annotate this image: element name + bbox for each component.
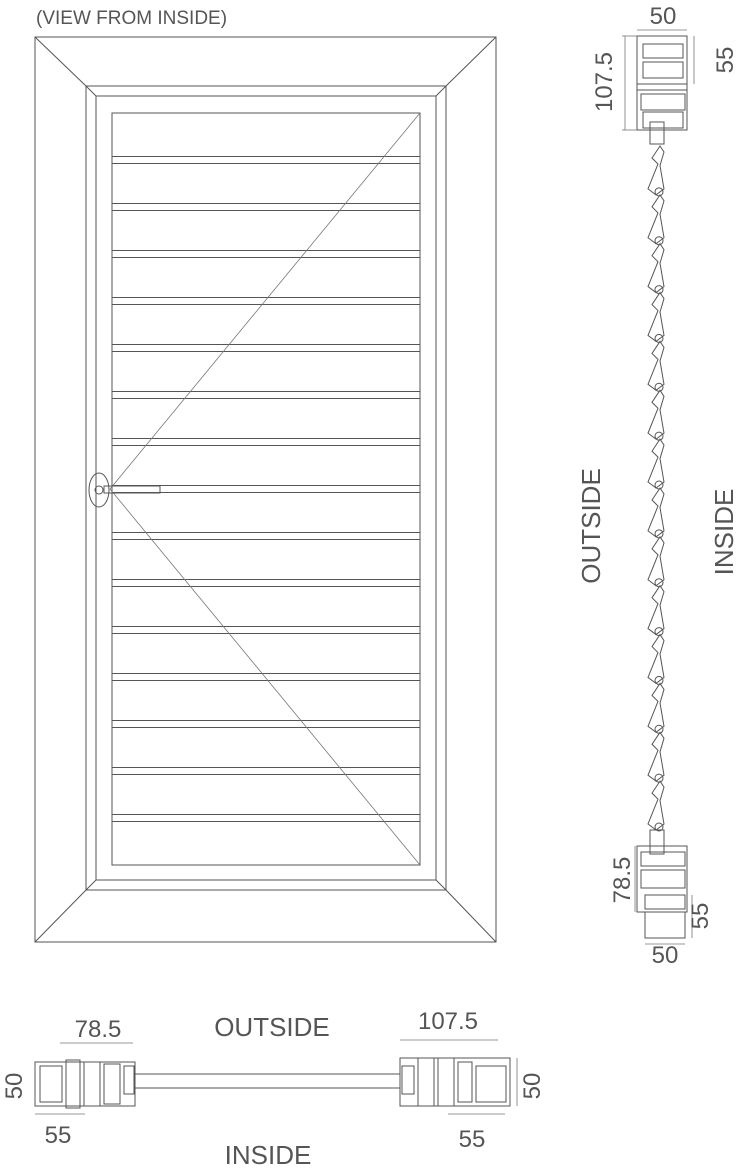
top-profile: [622, 29, 695, 145]
outside-label: OUTSIDE: [576, 468, 606, 584]
left-height-dim: 50: [1, 1073, 28, 1100]
outer-frame: [34, 36, 497, 943]
left-profile: [34, 1042, 136, 1115]
sash: [95, 95, 437, 881]
louvre-blade: [647, 731, 665, 782]
louvre-pivot: [654, 236, 664, 246]
right-width-dim: 107.5: [418, 1008, 478, 1035]
louvre-pivot: [654, 724, 664, 734]
louvre-blade: [647, 584, 665, 636]
louvre-blade: [647, 291, 665, 343]
inside-label: INSIDE: [225, 1140, 312, 1168]
bottom-profile: [634, 829, 693, 945]
louvre-blade: [647, 780, 665, 831]
louvre-blade: [647, 682, 665, 733]
slats: [112, 156, 420, 822]
view-title: (VIEW FROM INSIDE): [36, 8, 227, 29]
outside-label: OUTSIDE: [214, 1012, 330, 1042]
louvre-pivot: [654, 480, 664, 490]
louvre-blade: [647, 535, 665, 587]
opening-indicator: [109, 112, 421, 490]
door-elevation: (VIEW FROM INSIDE): [34, 8, 497, 943]
bottom-height-dim: 78.5: [609, 857, 636, 904]
louvre-blade: [647, 389, 665, 440]
louvre-pivot: [654, 675, 664, 685]
left-depth-dim: 55: [45, 1122, 72, 1149]
right-height-dim: 50: [519, 1073, 546, 1100]
top-height-dim: 107.5: [591, 52, 618, 112]
louvre-pivot: [654, 578, 664, 588]
right-depth-dim: 55: [459, 1126, 486, 1153]
bottom-width-dim: 50: [652, 942, 679, 969]
vertical-section: 50 55 107.5 OUTSIDE INSIDE 78.5 55 50: [576, 3, 736, 969]
louvre-pivot: [654, 187, 664, 197]
louvre-pivot: [654, 627, 664, 637]
top-width-dim: 50: [650, 3, 677, 30]
louvre-pivot: [654, 285, 664, 295]
handle-spindle: [94, 485, 104, 495]
louvre-blade: [647, 145, 665, 196]
right-profile: [399, 1039, 518, 1115]
handle-lever: [103, 485, 161, 494]
slat-panel: [111, 112, 421, 866]
left-width-dim: 78.5: [75, 1016, 122, 1043]
louvre-blade: [647, 242, 665, 294]
louvre-chain: [647, 145, 665, 832]
louvre-pivot: [654, 773, 664, 783]
horizontal-section: 78.5 OUTSIDE 107.5 50 50 55 55: [1, 1008, 546, 1168]
inside-label: INSIDE: [709, 489, 736, 576]
louvre-blade: [647, 633, 665, 685]
louvre-blade: [647, 438, 665, 489]
louvre-pivot: [654, 529, 664, 539]
louvre-pivot: [654, 333, 664, 343]
top-depth-dim: 55: [712, 47, 736, 74]
bottom-depth-dim: 55: [687, 903, 714, 930]
louvre-pivot: [654, 431, 664, 441]
sash-bar: [134, 1073, 401, 1089]
louvre-blade: [647, 487, 665, 538]
louvre-blade: [647, 193, 665, 245]
inner-frame: [85, 85, 447, 891]
opening-indicator: [109, 488, 421, 866]
louvre-blade: [647, 340, 665, 391]
louvre-pivot: [654, 382, 664, 392]
louvre-pivot: [654, 822, 664, 832]
handle-rose: [88, 472, 110, 508]
